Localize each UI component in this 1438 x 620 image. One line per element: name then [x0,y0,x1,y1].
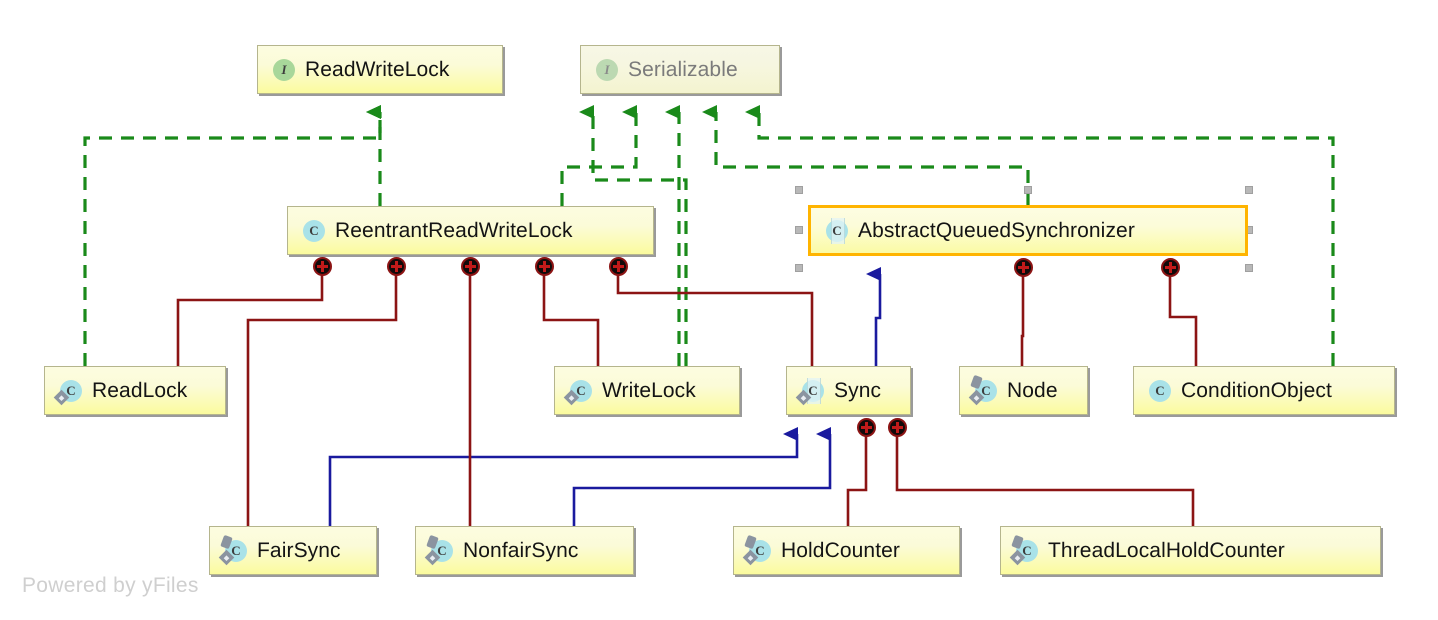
node-label: Sync [834,379,882,402]
edge-sync-tlholdcounter [895,436,1195,526]
edge-aqs-conditionobject [1168,276,1198,366]
composition-decorator-conditionobject[interactable] [1161,258,1180,277]
selection-handle-middle-left[interactable] [795,226,803,234]
edge-nonfairsync-sync [572,427,832,526]
edge-fairsync-sync [328,427,799,526]
selection-handle-top-left[interactable] [795,186,803,194]
composition-decorator-nonfairsync[interactable] [461,257,480,276]
edge-aqs-serializable [702,105,1030,205]
nested-class-icon: C [53,378,82,405]
node-threadlocalholdcounter[interactable]: C ThreadLocalHoldCounter [1000,526,1381,575]
node-label: ConditionObject [1181,379,1332,402]
edge-sync-holdcounter [846,436,868,526]
class-icon: C [1145,378,1171,404]
node-abstractqueuedsynchronizer[interactable]: C AbstractQueuedSynchronizer [808,205,1248,256]
edge-rrwl-readlock [176,275,324,366]
composition-decorator-readlock[interactable] [313,257,332,276]
node-label: ReadLock [92,379,188,402]
node-label: WriteLock [602,379,696,402]
edge-rrwl-sync [616,275,814,366]
node-serializable[interactable]: I Serializable [580,45,780,94]
interface-icon: I [269,57,295,83]
node-label: ReadWriteLock [305,58,450,81]
static-nested-class-icon: C [742,534,771,565]
node-readwritelock[interactable]: I ReadWriteLock [257,45,503,94]
node-reentrantreadwritelock[interactable]: C ReentrantReadWriteLock [287,206,654,255]
selection-handle-top-right[interactable] [1245,186,1253,194]
composition-decorator-writelock[interactable] [535,257,554,276]
node-readlock[interactable]: C ReadLock [44,366,226,415]
composition-decorator-holdcounter[interactable] [857,418,876,437]
node-label: ThreadLocalHoldCounter [1048,539,1285,562]
node-label: NonfairSync [463,539,579,562]
abstract-nested-class-icon: C [795,377,824,405]
selection-handle-top-center[interactable] [1024,186,1032,194]
node-label: HoldCounter [781,539,900,562]
interface-icon: I [592,57,618,83]
node-sync[interactable]: C Sync [786,366,911,415]
edge-sync-aqs [866,267,882,366]
node-label: Serializable [628,58,738,81]
node-holdcounter[interactable]: C HoldCounter [733,526,960,575]
node-label: FairSync [257,539,341,562]
static-nested-class-icon: C [968,374,997,405]
node-label: AbstractQueuedSynchronizer [858,219,1135,242]
node-fairsync[interactable]: C FairSync [209,526,377,575]
edge-aqs-node [1020,276,1025,366]
node-label: ReentrantReadWriteLock [335,219,573,242]
composition-decorator-tlholdcounter[interactable] [888,418,907,437]
node-label: Node [1007,379,1058,402]
selection-handle-bottom-right[interactable] [1245,264,1253,272]
static-nested-class-icon: C [218,534,247,565]
class-icon: C [299,218,325,244]
edge-rrwl-fairsync [246,275,398,526]
static-nested-class-icon: C [424,534,453,565]
node-node[interactable]: C Node [959,366,1088,415]
node-writelock[interactable]: C WriteLock [554,366,740,415]
composition-decorator-fairsync[interactable] [387,257,406,276]
yfiles-watermark: Powered by yFiles [22,574,199,597]
edge-rrwl-writelock [542,275,600,366]
selection-handle-bottom-left[interactable] [795,264,803,272]
composition-decorator-node[interactable] [1014,258,1033,277]
nested-class-icon: C [563,378,592,405]
static-nested-class-icon: C [1009,534,1038,565]
composition-decorator-sync[interactable] [609,257,628,276]
node-nonfairsync[interactable]: C NonfairSync [415,526,634,575]
edge-reentrantrwl-serializable [560,105,638,206]
node-conditionobject[interactable]: C ConditionObject [1133,366,1395,415]
abstract-class-icon: C [822,217,848,244]
